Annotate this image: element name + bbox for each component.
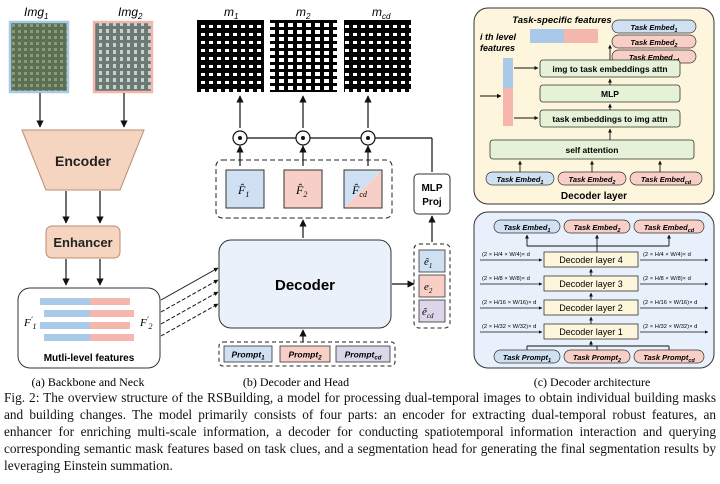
- bottom-embed-1: Task Embed1: [497, 175, 544, 186]
- dim-left-2: (2 × H/16 × W/16)× d: [482, 300, 536, 306]
- prompt-cd-block: [335, 345, 391, 363]
- f2-block: [283, 169, 323, 209]
- decoder-layer-3-label: Decoder layer 3: [559, 279, 623, 289]
- prompt-cd-label: Promptcd: [345, 350, 382, 362]
- task-feature-pink: [564, 29, 598, 43]
- ith-level-line1: i th level: [480, 32, 517, 42]
- mlp-proj-line2: Proj: [422, 197, 442, 208]
- m1-label: m1: [224, 5, 238, 21]
- level-feature-blue: [503, 58, 513, 88]
- embed-group: [413, 243, 451, 329]
- bottom-embeds: [485, 171, 703, 186]
- m2-label: m2: [296, 5, 311, 21]
- task-features-label: Task-specific features: [512, 15, 611, 26]
- arch-prompt-1: Task Prompt1: [503, 353, 551, 364]
- dim-left-4: (2 × H/4 × W/4)× d: [482, 252, 530, 258]
- decoder-layer-4: [543, 251, 639, 268]
- arch-top-embeds: [493, 219, 705, 234]
- fcd-label: F̂cd: [351, 183, 368, 199]
- arch-prompt-cd: Task Promptcd: [643, 353, 695, 364]
- img1-label: Img1: [24, 5, 48, 21]
- f2-label: F̂2: [295, 183, 307, 199]
- arch-embed-2: Task Embed2: [574, 223, 621, 234]
- ecd-block: [418, 299, 446, 323]
- panel-a: Img1 Img2 Encoder Enhancer F′1 F′2 Mutli…: [8, 5, 219, 389]
- mask-m1: [197, 20, 264, 92]
- decoder-layer-2-label: Decoder layer 2: [559, 303, 623, 313]
- dim-right-4: (2 × H/4 × W/4)× d: [643, 252, 691, 258]
- e2-label: e2: [424, 281, 433, 295]
- task-feature-blue: [530, 29, 564, 43]
- arch-prompts: [493, 349, 705, 364]
- dim-left-3: (2 × H/8 × W/8)× d: [482, 276, 530, 282]
- task-to-img-attn-label: task embeddings to img attn: [552, 114, 667, 124]
- arch-prompt-2: Task Prompt2: [573, 353, 621, 364]
- figure-caption: Fig. 2: The overview structure of the RS…: [4, 390, 716, 473]
- ecd-label: êcd: [422, 306, 434, 320]
- encoder-block: [21, 129, 145, 191]
- f1-block: [225, 169, 265, 209]
- mask-m2: [270, 20, 337, 92]
- panel-c-caption: (c) Decoder architecture: [534, 375, 651, 389]
- feat-right-label: F′2: [139, 315, 152, 331]
- features-label: Mutli-level features: [44, 353, 135, 364]
- e2-block: [418, 274, 446, 298]
- arch-embed-1: Task Embed1: [504, 223, 551, 234]
- decoder-layer-1-label: Decoder layer 1: [559, 327, 623, 337]
- self-attention-block: [489, 139, 695, 160]
- feature-stripes: [40, 298, 134, 341]
- decoder-layer-title: Decoder layer: [561, 191, 627, 202]
- dim-right-1: (2 × H/32 × W/32)× d: [643, 324, 697, 330]
- self-attention-label: self attention: [566, 145, 619, 155]
- fcd-block: [343, 169, 383, 209]
- prompt-1-label: Prompt1: [231, 350, 265, 362]
- dim-arrows: [480, 258, 709, 334]
- panel-c-top: Task-specific features i th level featur…: [473, 7, 715, 205]
- mask-mcd: [344, 20, 411, 92]
- feat-left-label: F′1: [23, 315, 36, 331]
- img-to-task-attn-label: img to task embeddings attn: [552, 64, 667, 74]
- mlp-label: MLP: [601, 89, 619, 99]
- dim-left-1: (2 × H/32 × W/32)× d: [482, 324, 536, 330]
- image-2: [92, 20, 154, 94]
- fcd-pink-half: [344, 170, 382, 208]
- image-1: [8, 20, 70, 94]
- decoder-block: [218, 239, 392, 329]
- right-embed-1: Task Embed1: [631, 23, 678, 34]
- panel-c-bottom: Task Embed1 Task Embed2 Task Embedcd Dec…: [473, 211, 715, 389]
- panel-b: m1 m2 mcd F̂1 F̂2 F̂cd Decoder: [197, 5, 451, 389]
- prompt-2-block: [279, 345, 331, 363]
- bottom-embed-cd: Task Embedcd: [641, 175, 692, 186]
- prompts-group: [218, 341, 396, 367]
- ith-level-line2: features: [480, 43, 515, 53]
- decoder-label: Decoder: [275, 277, 335, 294]
- img2-label: Img2: [118, 5, 143, 21]
- mlp-proj-line1: MLP: [421, 183, 442, 194]
- f1-label: F̂1: [237, 183, 249, 199]
- panel-b-caption: (b) Decoder and Head: [243, 375, 349, 389]
- prompt-1-block: [223, 345, 273, 363]
- level-feature-pink: [503, 88, 513, 126]
- dim-right-2: (2 × H/16 × W/16)× d: [643, 300, 697, 306]
- encoder-label: Encoder: [55, 153, 112, 169]
- prompt-2-label: Prompt2: [288, 350, 322, 362]
- bottom-embed-2: Task Embed2: [569, 175, 616, 186]
- dim-right-3: (2 × H/8 × W/8)× d: [643, 276, 691, 282]
- panel-a-caption: (a) Backbone and Neck: [32, 375, 145, 389]
- enhancer-block: [45, 225, 121, 259]
- e1-label: ê1: [424, 256, 432, 270]
- mcd-label: mcd: [372, 5, 391, 21]
- mask-features-group: [215, 159, 393, 219]
- mlp-proj-block: [413, 173, 451, 215]
- e1-block: [418, 249, 446, 273]
- decoder-layer-4-label: Decoder layer 4: [559, 255, 623, 265]
- arch-embed-cd: Task Embedcd: [644, 223, 695, 234]
- right-embed-2: Task Embed2: [631, 38, 678, 49]
- diagram-canvas: Img1 Img2 Encoder Enhancer F′1 F′2 Mutli…: [8, 5, 715, 389]
- enhancer-label: Enhancer: [53, 235, 112, 250]
